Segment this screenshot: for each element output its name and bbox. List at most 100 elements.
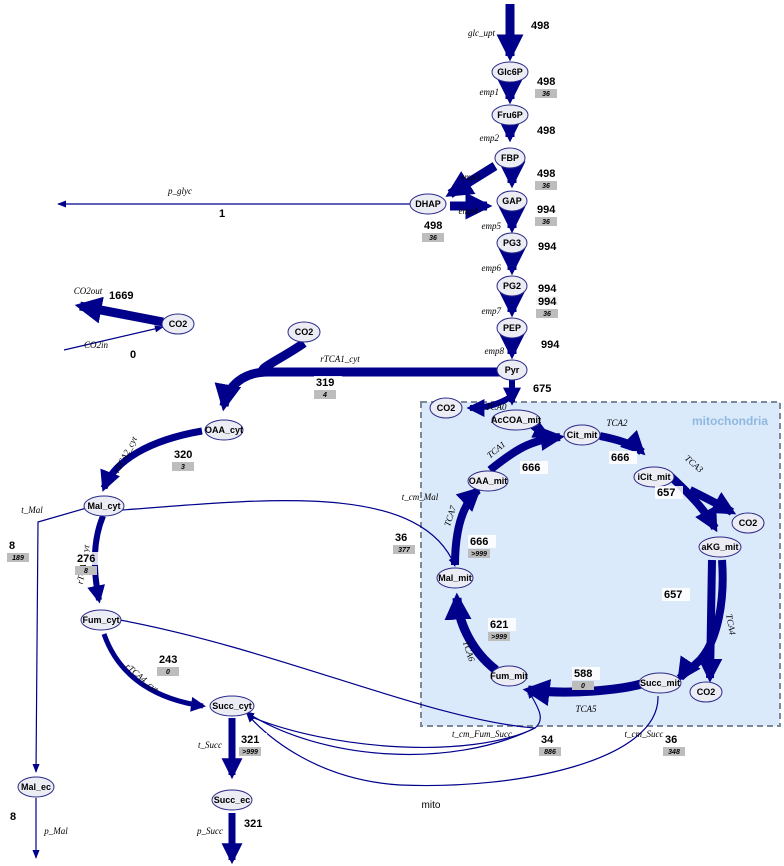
sd-value: 4 bbox=[322, 392, 327, 399]
node-label: iCit_mit bbox=[637, 472, 670, 482]
node-pg3[interactable]: PG3 bbox=[496, 232, 528, 254]
sd-value: >999 bbox=[242, 749, 258, 756]
node-label: Succ_mit bbox=[640, 678, 680, 688]
edge-tca3b[interactable] bbox=[688, 486, 737, 516]
node-co2-top[interactable]: CO2 bbox=[287, 321, 321, 343]
sd-value: >999 bbox=[491, 634, 507, 641]
node-label: CO2 bbox=[697, 687, 716, 697]
flux-value: 1 bbox=[219, 208, 225, 220]
node-shape bbox=[161, 313, 195, 335]
node-fum-mit[interactable]: Fum_mit bbox=[490, 665, 528, 687]
edge-tca7[interactable] bbox=[451, 486, 482, 566]
node-acoa-mit[interactable]: AcCOA_mit bbox=[491, 409, 541, 431]
node-cit-mit[interactable]: Cit_mit bbox=[563, 424, 601, 446]
edge-tca5[interactable] bbox=[522, 679, 643, 706]
node-shape bbox=[638, 672, 682, 694]
node-succ-cyt[interactable]: Succ_cyt bbox=[209, 695, 255, 717]
node-pyr[interactable]: Pyr bbox=[496, 359, 528, 381]
node-co2-tca4[interactable]: CO2 bbox=[689, 681, 723, 703]
node-succ-ec[interactable]: Succ_ec bbox=[211, 789, 253, 811]
flux-emp5: 994 bbox=[536, 240, 564, 253]
sd-value: 36 bbox=[543, 311, 551, 318]
node-shape bbox=[496, 190, 528, 212]
node-co2-pyr[interactable]: CO2 bbox=[429, 397, 463, 419]
node-pep[interactable]: PEP bbox=[496, 317, 528, 339]
node-mal-mit[interactable]: Mal_mit bbox=[436, 567, 474, 589]
edge-t-cm-succ[interactable] bbox=[246, 695, 659, 787]
edge-rtca1-cyt-pyr[interactable] bbox=[214, 367, 500, 412]
node-label: CO2 bbox=[739, 518, 758, 528]
edge-rtca4-cyt[interactable] bbox=[101, 633, 206, 712]
flux-value: 994 bbox=[541, 339, 560, 351]
edge-fum-succ-c[interactable] bbox=[248, 715, 536, 748]
flux-value: 498 bbox=[537, 76, 555, 88]
edge-tca1[interactable] bbox=[487, 426, 565, 474]
node-fum-cyt[interactable]: Fum_cyt bbox=[80, 609, 122, 631]
edge-tca2[interactable] bbox=[599, 429, 646, 456]
edge-t-cm-fum-succ-b[interactable] bbox=[245, 711, 536, 756]
node-label: PG3 bbox=[503, 238, 521, 248]
edge-tca4[interactable] bbox=[676, 559, 727, 682]
node-oaa-mit[interactable]: OAA_mit bbox=[467, 470, 509, 492]
node-label: DHAP bbox=[415, 199, 441, 209]
flux-value-bg bbox=[217, 207, 229, 220]
edge-tca4b[interactable] bbox=[698, 559, 723, 683]
flux-value-bg bbox=[609, 451, 637, 464]
node-glc6p[interactable]: Glc6P bbox=[491, 61, 529, 83]
reaction-label-emp4: emp4 bbox=[459, 206, 479, 216]
reaction-label-emp6: emp6 bbox=[482, 263, 502, 273]
flux-value-bg bbox=[539, 338, 567, 351]
node-shape bbox=[496, 359, 528, 381]
sd-box bbox=[572, 681, 594, 690]
node-label: Succ_ec bbox=[214, 795, 251, 805]
node-mal-cyt[interactable]: Mal_cyt bbox=[83, 495, 125, 517]
edge-rtca1-cyt-co2[interactable] bbox=[258, 339, 307, 377]
edge-co2out[interactable] bbox=[74, 296, 164, 327]
node-mal-ec[interactable]: Mal_ec bbox=[17, 776, 55, 798]
edge-t-cm-fum-succ-a[interactable] bbox=[119, 619, 541, 729]
node-succ-mit[interactable]: Succ_mit bbox=[638, 672, 682, 694]
node-shape bbox=[491, 104, 529, 126]
node-co2-tca3[interactable]: CO2 bbox=[731, 512, 765, 534]
sd-box bbox=[536, 309, 558, 318]
reaction-label-co2out: CO2out bbox=[74, 286, 103, 296]
sd-box bbox=[535, 217, 557, 226]
node-dhap[interactable]: DHAP bbox=[409, 193, 447, 215]
node-co2-out[interactable]: CO2 bbox=[161, 313, 195, 335]
node-pg2[interactable]: PG2 bbox=[496, 275, 528, 297]
node-label: FBP bbox=[501, 153, 519, 163]
node-shape bbox=[287, 321, 321, 343]
flux-p-glyc: 1 bbox=[217, 207, 229, 220]
node-oaa-cyt[interactable]: OAA_cyt bbox=[204, 419, 244, 441]
edge-tca6[interactable] bbox=[444, 592, 499, 674]
edge-t-cm-mal[interactable] bbox=[121, 500, 456, 567]
flux-tca3: 657 bbox=[655, 486, 683, 499]
flux-tca2: 666 bbox=[609, 451, 637, 464]
flux-glc-upt: 498 bbox=[529, 19, 557, 32]
node-label: aKG_mit bbox=[701, 542, 738, 552]
node-label: OAA_mit bbox=[469, 476, 508, 486]
node-shape bbox=[494, 147, 526, 169]
edge-co2in[interactable] bbox=[63, 325, 164, 351]
node-shape bbox=[436, 567, 474, 589]
node-fbp[interactable]: FBP bbox=[494, 147, 526, 169]
node-label: Fum_mit bbox=[490, 671, 528, 681]
node-fru6p[interactable]: Fru6P bbox=[491, 104, 529, 126]
reaction-label-t-cm-fum-succ: t_cm_Fum_Succ bbox=[452, 729, 512, 739]
flux-value: 320 bbox=[174, 449, 192, 461]
edge-t-mal[interactable] bbox=[32, 506, 91, 773]
node-icit-mit[interactable]: iCit_mit bbox=[633, 466, 675, 488]
node-gap[interactable]: GAP bbox=[496, 190, 528, 212]
edge-emp3[interactable] bbox=[445, 162, 498, 198]
flux-value: 588 bbox=[574, 668, 592, 680]
node-shape bbox=[467, 470, 509, 492]
flux-value: 498 bbox=[537, 125, 555, 137]
flux-value-bg bbox=[314, 376, 342, 389]
edge-rtca2-cyt[interactable] bbox=[100, 427, 203, 492]
reaction-label-rtca4-cyt: rTCA4_cyt bbox=[124, 661, 161, 694]
node-akg-mit[interactable]: aKG_mit bbox=[698, 536, 742, 558]
